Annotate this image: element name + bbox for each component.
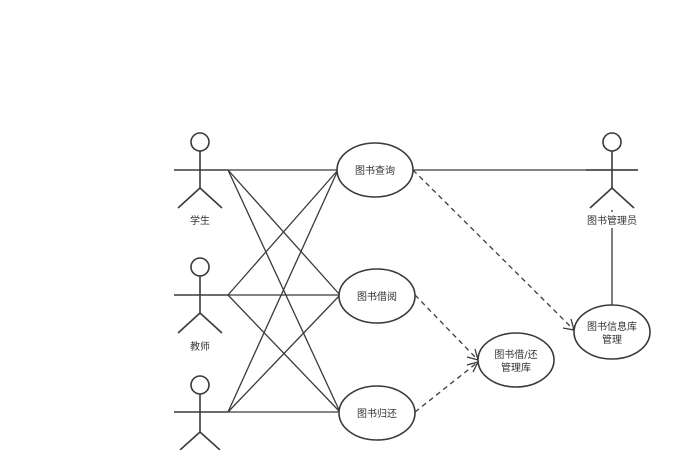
usecase-label-return: 图书归还 [357,407,397,420]
line-third-borrow [227,294,341,413]
actor-librarian: 图书管理员 [582,132,642,228]
actor-student: 学生 [174,132,228,227]
actor-leg-left [177,187,201,209]
usecase-ellipse[interactable] [477,332,555,388]
actor-leg-left [589,187,613,209]
usecase-label-db-line1: 图书借/还 [494,349,537,361]
usecase-ellipse[interactable] [338,385,416,441]
actor-third [174,375,228,450]
actor-head [602,132,622,152]
line-student-borrow [227,169,341,296]
usecase-label-borrow: 图书借阅 [357,290,397,303]
actor-leg-right [199,187,223,209]
actor-leg-right [199,431,221,450]
usecase-ellipse[interactable] [338,268,416,324]
arrow-borrow-db [414,294,479,361]
actor-label-student: 学生 [190,214,210,227]
usecase-borrow[interactable]: 图书借阅 [338,268,416,324]
actor-label-teacher: 教师 [190,340,210,353]
actor-head [190,375,210,395]
line-third-query [227,169,339,413]
actor-head [190,132,210,152]
line-student-return [227,169,341,413]
actor-head [190,257,210,277]
line-teacher-query [227,169,339,296]
association-lines [227,169,638,413]
actor-label-librarian: 图书管理员 [587,214,637,227]
actor-leg-right [611,187,635,209]
usecase-label-info-line1: 图书信息库 [587,320,637,333]
usecase-ellipse[interactable] [573,304,651,360]
actor-teacher: 教师 [174,257,228,353]
usecase-label-query: 图书查询 [355,164,395,177]
usecase-query[interactable]: 图书查询 [336,142,414,198]
label-backdrop [582,212,642,228]
arrow-query-infodb [412,169,575,331]
arrow-return-db [414,361,479,413]
actor-leg-right [199,312,223,334]
actor-leg-left [177,312,201,334]
usecase-label-info-line2: 管理 [602,333,622,346]
usecase-borrow-return-db[interactable]: 图书借/还 管理库 [477,332,555,388]
usecase-ellipse[interactable] [336,142,414,198]
actor-leg-left [179,431,201,450]
usecase-info-db[interactable]: 图书信息库 管理 [573,304,651,360]
usecase-return[interactable]: 图书归还 [338,385,416,441]
usecase-label-db-line2: 管理库 [501,361,531,374]
